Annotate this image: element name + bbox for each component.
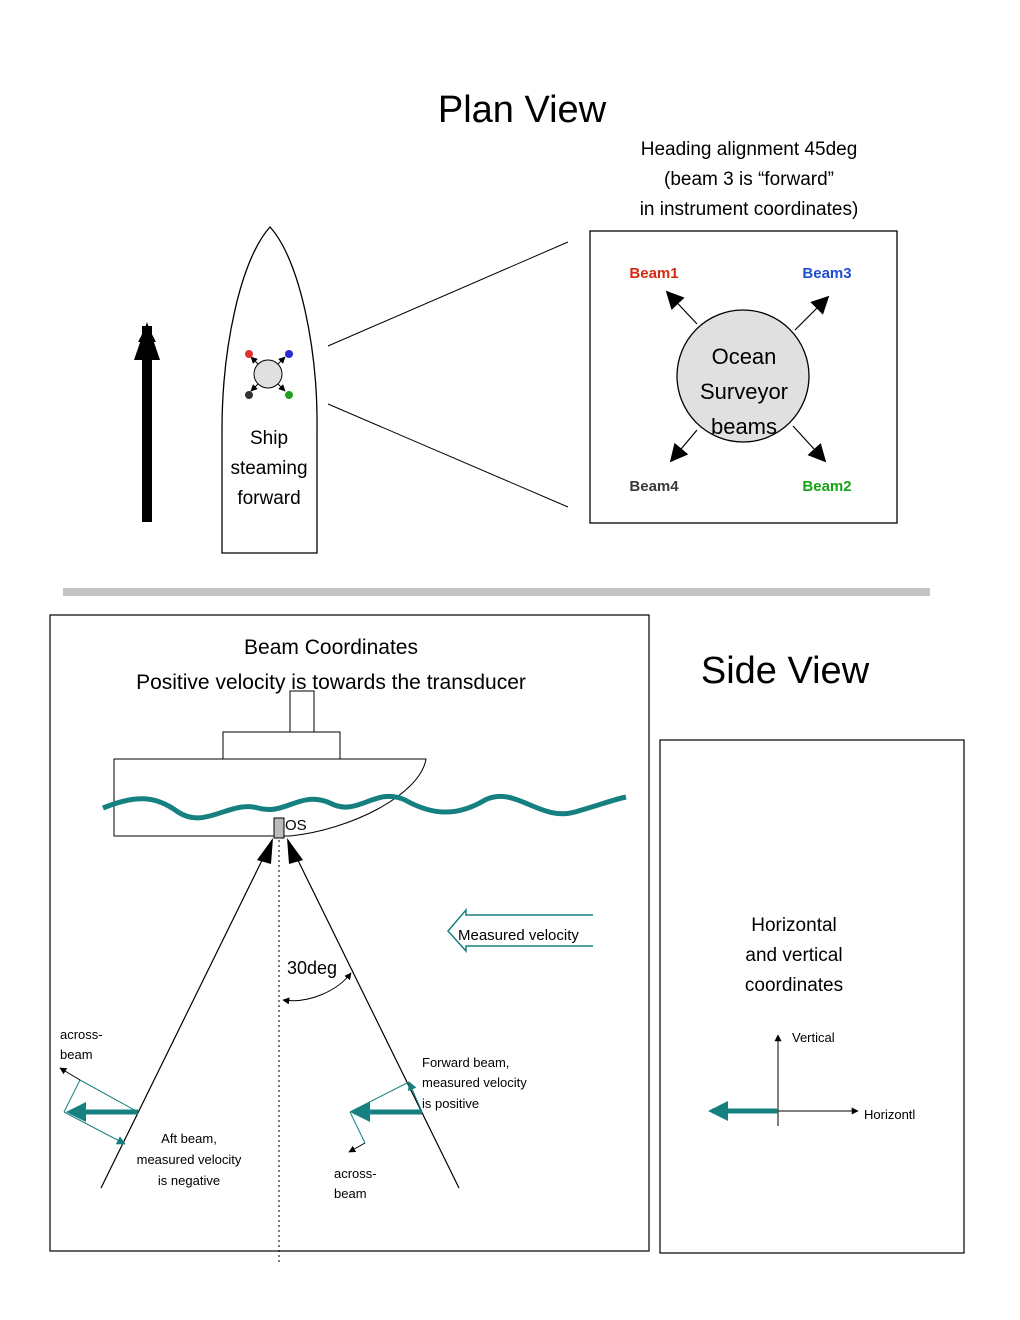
across-beam-right-line-2: beam	[334, 1186, 367, 1201]
ship-mast	[289, 690, 315, 733]
measured-velocity-label: Measured velocity	[458, 927, 579, 944]
zoom-line-top	[327, 241, 569, 347]
ship-label-line-3: forward	[237, 488, 300, 509]
beam3-marker	[285, 350, 293, 358]
ocean-surveyor-line-3: beams	[711, 414, 777, 439]
side-view-title: Side View	[701, 650, 870, 692]
horizontal-axis-label: Horizontl	[864, 1107, 915, 1122]
hv-label-line-3: coordinates	[745, 975, 843, 996]
forward-beam-line-1: Forward beam,	[422, 1055, 509, 1070]
heading-line-1: Heading alignment 45deg	[641, 139, 858, 160]
ocean-surveyor-label: Ocean Surveyor beams	[700, 344, 788, 439]
aft-beam-line	[100, 839, 273, 1189]
beam-coordinates-subtitle: Positive velocity is towards the transdu…	[136, 671, 526, 694]
hv-label-line-2: and vertical	[745, 945, 842, 966]
aft-beam-line-2: measured velocity	[137, 1152, 242, 1167]
ship-label-line-1: Ship	[250, 428, 288, 449]
across-beam-right-line-1: across-	[334, 1166, 377, 1181]
ocean-surveyor-circle	[676, 309, 810, 443]
forward-beam-line	[287, 839, 460, 1189]
beam3-arrow	[794, 295, 830, 331]
beam2-marker	[285, 391, 293, 399]
aft-beam-line-3: is negative	[158, 1173, 220, 1188]
beam1-arrow	[665, 290, 698, 325]
ship-instrument	[245, 350, 293, 399]
beam4-marker	[245, 391, 253, 399]
ship-hull-plan	[221, 226, 318, 554]
vertical-axis-label: Vertical	[792, 1030, 835, 1045]
heading-line-3: in instrument coordinates)	[640, 199, 859, 220]
angle-label: 30deg	[287, 958, 337, 978]
water-surface-wave	[102, 793, 627, 821]
heading-alignment-note: Heading alignment 45deg (beam 3 is “forw…	[640, 139, 859, 220]
hv-label-line-1: Horizontal	[751, 915, 837, 936]
ship-label-line-2: steaming	[230, 458, 307, 479]
forward-beam-line-2: measured velocity	[422, 1075, 527, 1090]
beam1-marker	[245, 350, 253, 358]
aft-beam-line-1: Aft beam,	[161, 1131, 217, 1146]
plan-view-title: Plan View	[438, 89, 607, 131]
across-beam-left-line-2: beam	[60, 1047, 93, 1062]
measured-velocity-outline-arrow	[447, 907, 593, 953]
angle-arc	[282, 972, 352, 1005]
section-divider	[63, 588, 930, 596]
aft-beam-vector-decomposition	[59, 1067, 139, 1145]
beam-coordinates-box	[49, 614, 650, 1252]
across-beam-left-line-1: across-	[60, 1027, 103, 1042]
beam3-label: Beam3	[802, 265, 851, 282]
transducer	[273, 817, 285, 839]
beam4-arrow	[669, 429, 698, 463]
heading-line-2: (beam 3 is “forward”	[664, 169, 834, 190]
beam4-label: Beam4	[629, 478, 679, 495]
ship-cabin	[222, 731, 341, 760]
beam-coordinates-title: Beam Coordinates	[244, 636, 418, 659]
zoom-line-bottom	[327, 403, 569, 508]
ship-label: Ship steaming forward	[230, 428, 307, 509]
forward-beam-arrowhead	[287, 838, 303, 864]
ocean-surveyor-line-2: Surveyor	[700, 379, 788, 404]
aft-beam-arrowhead	[257, 838, 273, 864]
forward-beam-line-3: is positive	[422, 1096, 479, 1111]
ocean-surveyor-line-1: Ocean	[712, 344, 777, 369]
forward-beam-vector-decomposition	[348, 1081, 423, 1153]
beam1-label: Beam1	[629, 265, 678, 282]
measured-velocity-indicator: Measured velocity	[447, 907, 593, 953]
beam2-label: Beam2	[802, 478, 851, 495]
forward-arrow-head	[134, 322, 160, 360]
transducer-label: OS	[285, 817, 307, 834]
ship-instrument-circle	[253, 359, 283, 389]
beam2-arrow	[792, 425, 827, 463]
horizontal-vertical-box	[659, 739, 965, 1254]
